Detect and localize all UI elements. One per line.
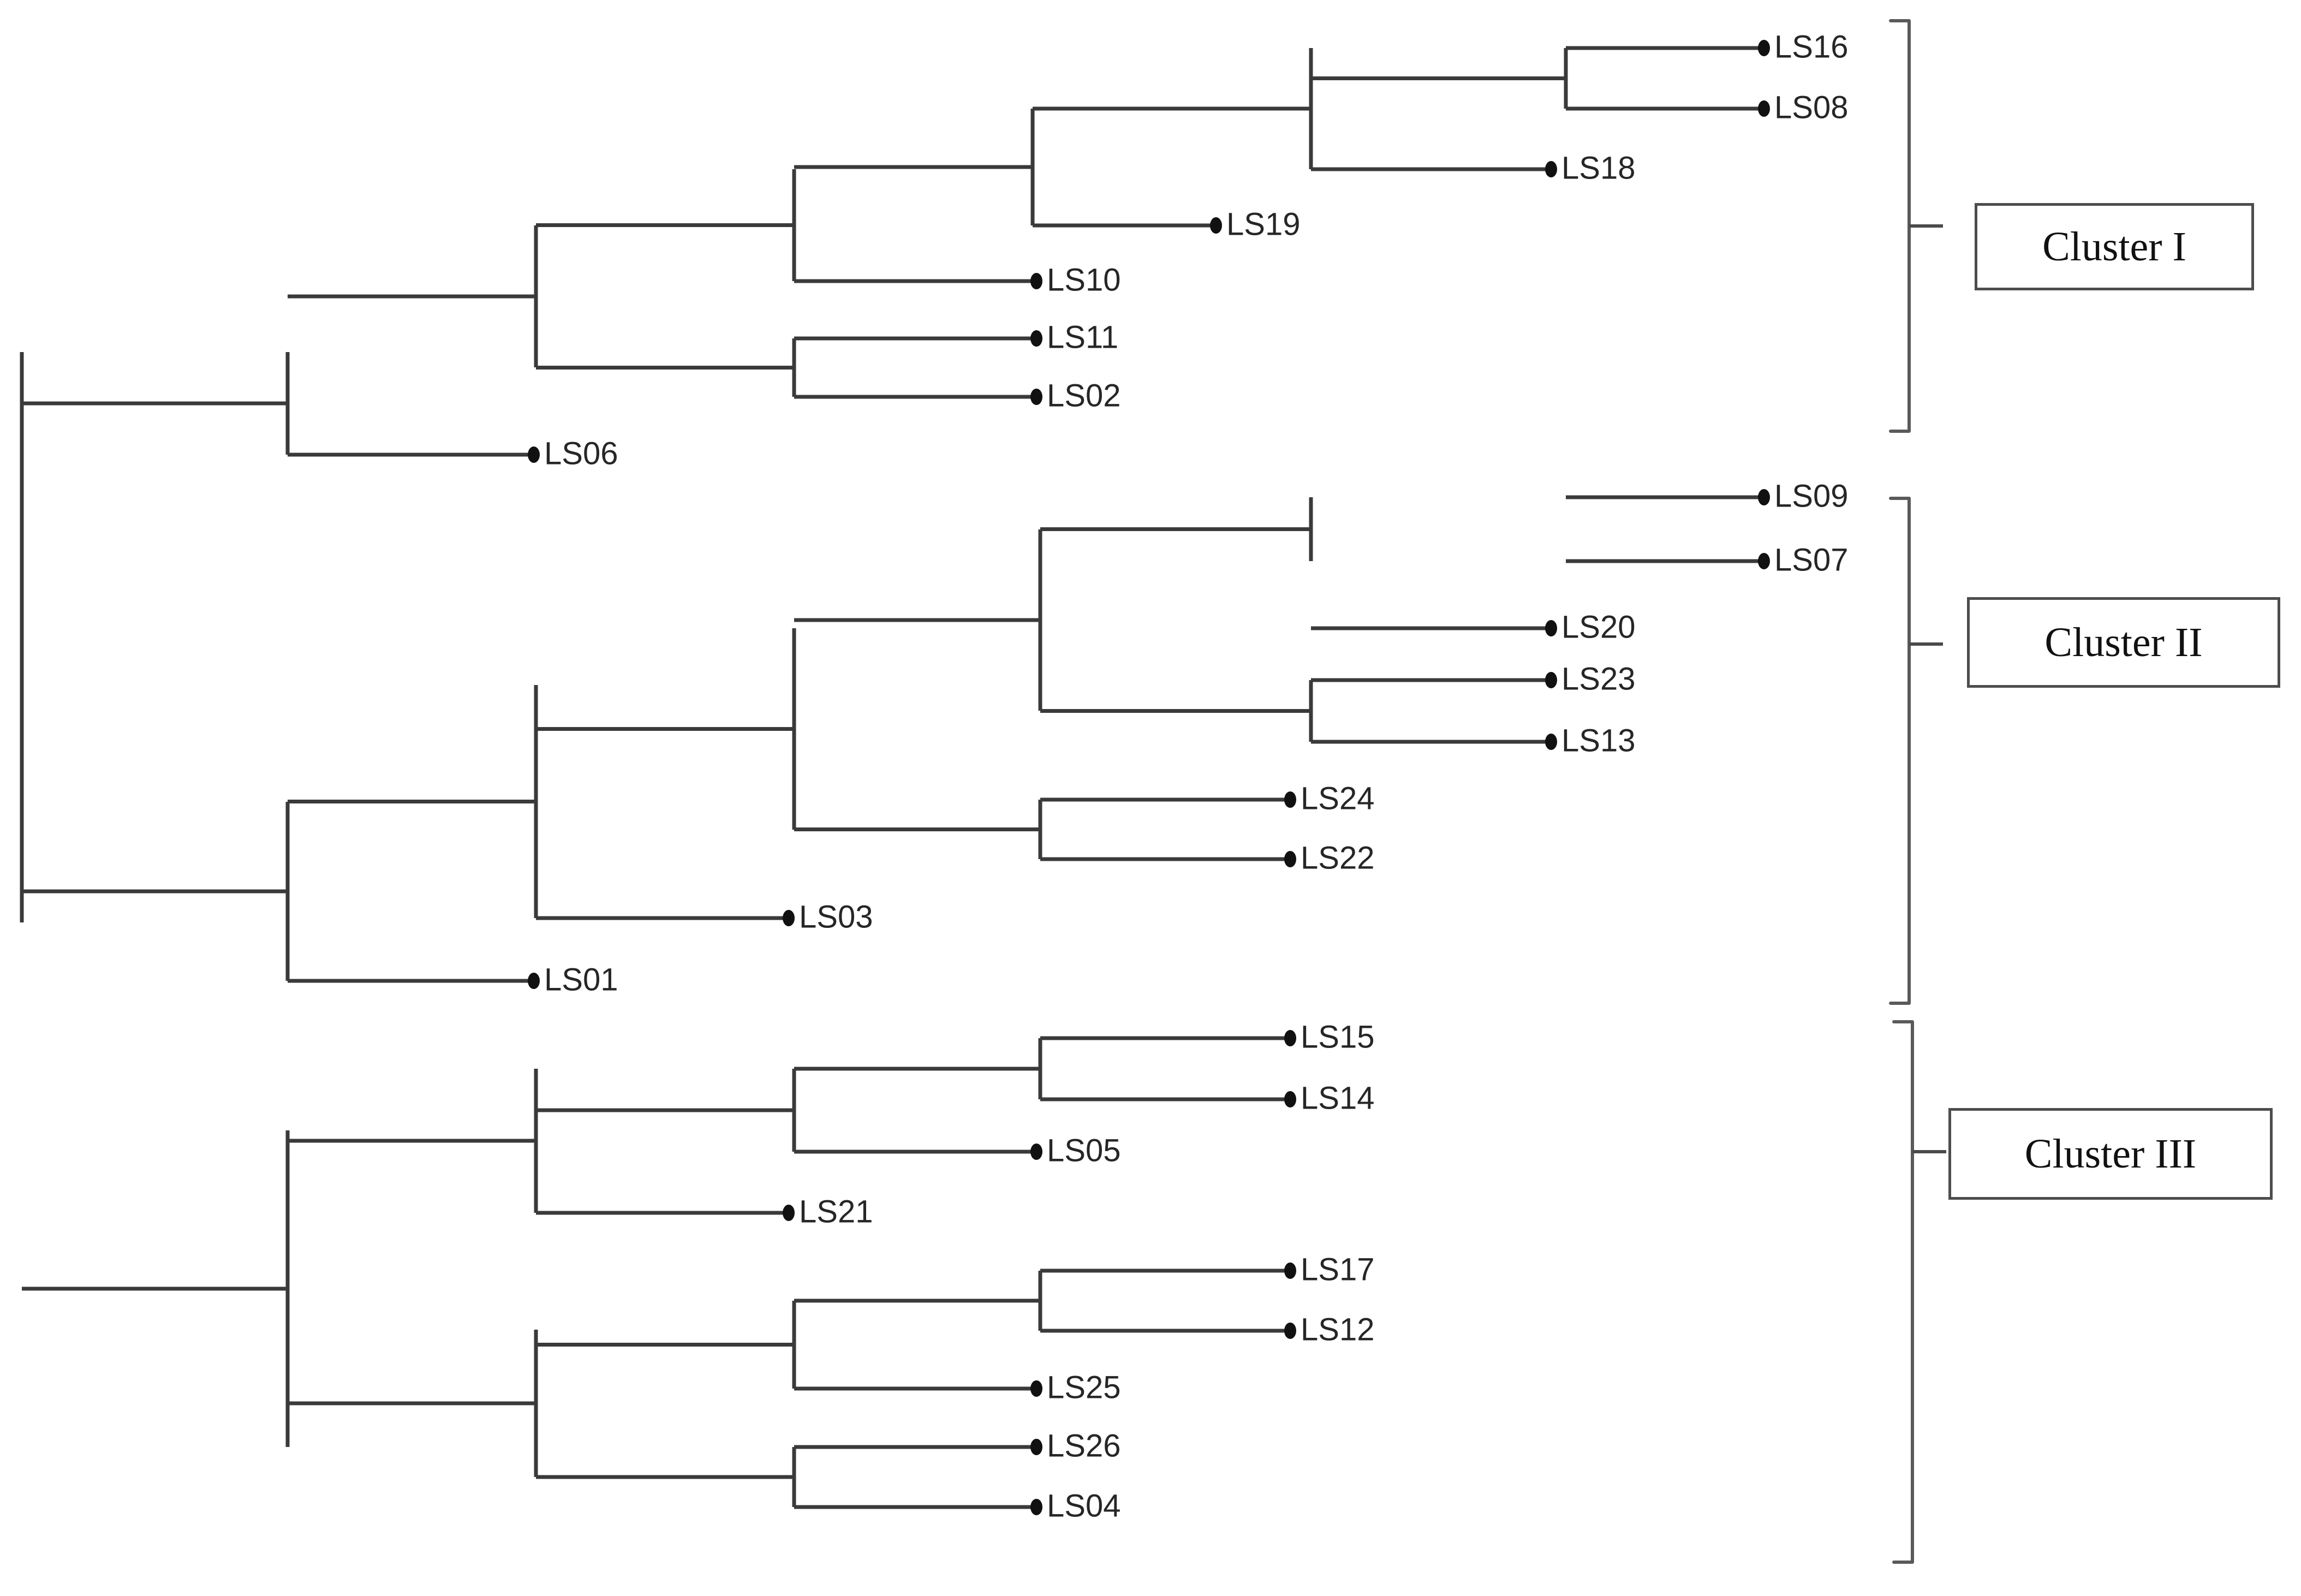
- leaf-label-ls07: LS07: [1774, 542, 1848, 577]
- leaf-tip-dot-ls07: [1758, 553, 1770, 569]
- leaf-label-ls04: LS04: [1047, 1488, 1120, 1523]
- leaf-tip-dot-ls03: [783, 910, 795, 926]
- leaf-tip-dot-ls08: [1758, 100, 1770, 117]
- leaf-label-ls18: LS18: [1561, 150, 1635, 186]
- cluster-bracket-1: [1889, 19, 1911, 433]
- cluster-bracket-layer: [1889, 19, 1946, 1564]
- leaf-tip-dot-ls12: [1284, 1323, 1296, 1339]
- leaf-label-ls09: LS09: [1774, 478, 1848, 514]
- leaf-tip-dot-ls13: [1545, 734, 1557, 750]
- leaf-label-ls16: LS16: [1774, 29, 1848, 64]
- leaf-tip-dot-ls09: [1758, 489, 1770, 505]
- leaf-label-ls10: LS10: [1047, 262, 1120, 297]
- leaf-label-ls23: LS23: [1561, 661, 1635, 696]
- leaf-tip-dot-ls11: [1030, 330, 1042, 347]
- leaf-tip-dot-ls05: [1030, 1144, 1042, 1160]
- leaf-label-ls21: LS21: [799, 1194, 873, 1229]
- leaf-label-ls14: LS14: [1301, 1080, 1374, 1116]
- leaf-label-ls03: LS03: [799, 899, 873, 934]
- cluster-bracket-2: [1889, 497, 1911, 1005]
- leaf-label-ls02: LS02: [1047, 378, 1120, 413]
- cluster-label-box-1: Cluster I: [1975, 203, 2254, 290]
- leaf-tip-dot-ls14: [1284, 1091, 1296, 1107]
- leaf-tip-layer: [528, 40, 1770, 1515]
- leaf-tip-dot-ls18: [1545, 161, 1557, 177]
- leaf-label-ls25: LS25: [1047, 1369, 1120, 1405]
- leaf-tip-dot-ls20: [1545, 620, 1557, 636]
- leaf-label-ls05: LS05: [1047, 1133, 1120, 1168]
- leaf-tip-dot-ls10: [1030, 273, 1042, 289]
- leaf-tip-dot-ls23: [1545, 672, 1557, 688]
- cluster-label-box-2: Cluster II: [1967, 597, 2280, 688]
- leaf-label-ls08: LS08: [1774, 90, 1848, 125]
- leaf-label-ls17: LS17: [1301, 1252, 1374, 1287]
- leaf-label-ls13: LS13: [1561, 723, 1635, 758]
- leaf-tip-dot-ls24: [1284, 791, 1296, 808]
- leaf-tip-dot-ls22: [1284, 851, 1296, 867]
- leaf-tip-dot-ls04: [1030, 1499, 1042, 1515]
- leaf-tip-dot-ls01: [528, 973, 540, 989]
- cluster-label-box-3: Cluster III: [1948, 1108, 2273, 1200]
- leaf-label-layer: LS16LS08LS18LS19LS10LS11LS02LS06LS09LS07…: [544, 29, 1848, 1523]
- leaf-tip-dot-ls26: [1030, 1439, 1042, 1455]
- branch-layer: [20, 46, 1764, 1509]
- leaf-tip-dot-ls02: [1030, 389, 1042, 405]
- leaf-label-ls20: LS20: [1561, 609, 1635, 645]
- leaf-tip-dot-ls16: [1758, 40, 1770, 56]
- cluster-label-text-1: Cluster I: [2042, 224, 2186, 270]
- leaf-label-ls15: LS15: [1301, 1019, 1374, 1055]
- cluster-bracket-3: [1892, 1020, 1914, 1564]
- leaf-tip-dot-ls17: [1284, 1262, 1296, 1279]
- cluster-label-text-2: Cluster II: [2044, 620, 2203, 665]
- leaf-label-ls26: LS26: [1047, 1428, 1120, 1463]
- leaf-label-ls11: LS11: [1047, 319, 1118, 355]
- leaf-label-ls19: LS19: [1226, 206, 1300, 242]
- leaf-tip-dot-ls15: [1284, 1030, 1296, 1046]
- leaf-label-ls01: LS01: [544, 962, 618, 997]
- leaf-label-ls12: LS12: [1301, 1312, 1374, 1347]
- leaf-tip-dot-ls06: [528, 446, 540, 463]
- leaf-tip-dot-ls25: [1030, 1380, 1042, 1397]
- leaf-tip-dot-ls21: [783, 1205, 795, 1221]
- leaf-label-ls24: LS24: [1301, 781, 1374, 816]
- cluster-label-text-3: Cluster III: [2024, 1131, 2197, 1177]
- leaf-label-ls06: LS06: [544, 436, 618, 471]
- leaf-label-ls22: LS22: [1301, 840, 1374, 876]
- leaf-tip-dot-ls19: [1210, 217, 1222, 234]
